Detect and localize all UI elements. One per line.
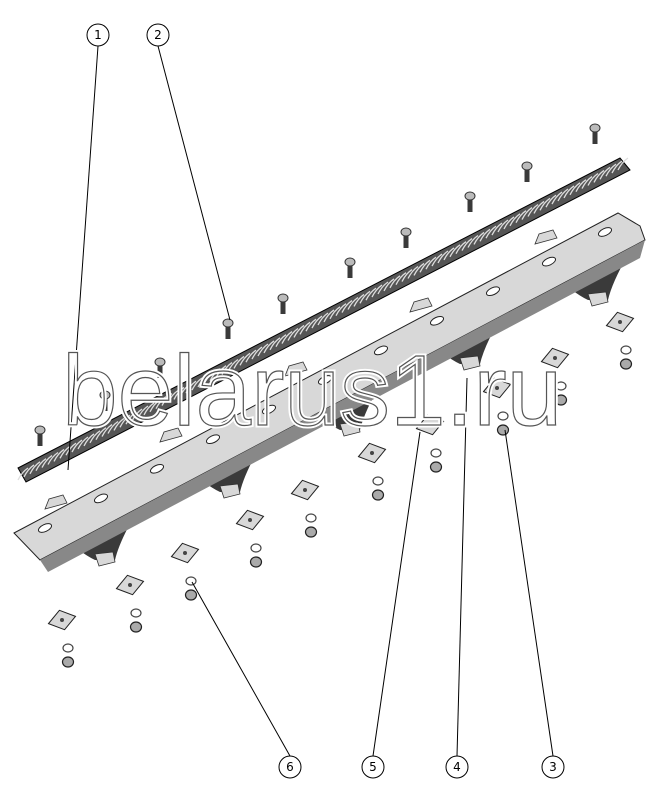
nut (619, 358, 633, 370)
square-plate (235, 509, 265, 531)
nut (61, 656, 75, 668)
square-plate (170, 542, 200, 564)
watermark-text: belarus1.ru (62, 335, 562, 447)
washer (497, 411, 509, 421)
square-plate (540, 347, 570, 369)
bolt (154, 357, 166, 378)
leader-line-1 (67, 45, 99, 471)
bolt (464, 191, 476, 212)
callout-3: 3 (541, 755, 565, 779)
nut (129, 621, 143, 633)
callout-4: 4 (445, 755, 469, 779)
channel-bar (13, 212, 646, 572)
callout-1: 1 (86, 23, 110, 47)
washer (305, 513, 317, 523)
leader-lines (67, 45, 554, 757)
bolt (344, 257, 356, 278)
square-plate (415, 414, 445, 436)
callout-number: 2 (154, 28, 162, 42)
leader-line-2 (157, 45, 231, 321)
callout-6: 6 (278, 755, 302, 779)
washer (130, 608, 142, 618)
nut (554, 394, 568, 406)
parts-layer (13, 123, 646, 668)
callout-number: 3 (549, 760, 557, 774)
callout-2: 2 (146, 23, 170, 47)
square-plate (115, 574, 145, 596)
square-plate (605, 311, 635, 333)
bolt (400, 227, 412, 248)
washer (620, 345, 632, 355)
square-plate (290, 479, 320, 501)
square-plate (47, 609, 77, 631)
callout-number: 6 (286, 760, 294, 774)
leader-line-5 (372, 431, 421, 757)
nut (429, 461, 443, 473)
washer (430, 448, 442, 458)
callout-number: 4 (453, 760, 461, 774)
nut (304, 526, 318, 538)
square-plate (482, 377, 512, 399)
watermark-text-halo: belarus1.ru (62, 335, 562, 447)
bolt (34, 425, 46, 446)
washer (185, 576, 197, 586)
leader-line-3 (504, 429, 554, 757)
leader-line-6 (191, 581, 291, 757)
nut (249, 556, 263, 568)
washer (62, 643, 74, 653)
bolt (222, 318, 234, 339)
callout-5: 5 (361, 755, 385, 779)
watermark: belarus1.ru belarus1.ru (60, 333, 565, 450)
washer (555, 381, 567, 391)
leader-line-4 (456, 377, 468, 757)
washer (372, 476, 384, 486)
callout-number: 5 (369, 760, 377, 774)
square-plate (357, 442, 387, 464)
callout-number: 1 (94, 28, 102, 42)
nut (371, 489, 385, 501)
bolt (99, 390, 111, 411)
bolt (521, 161, 533, 182)
washer (250, 543, 262, 553)
bolt (589, 123, 601, 144)
rack (17, 157, 631, 483)
bolt (277, 293, 289, 314)
callouts: 1 2 3 4 5 6 (86, 23, 565, 779)
nut (184, 589, 198, 601)
